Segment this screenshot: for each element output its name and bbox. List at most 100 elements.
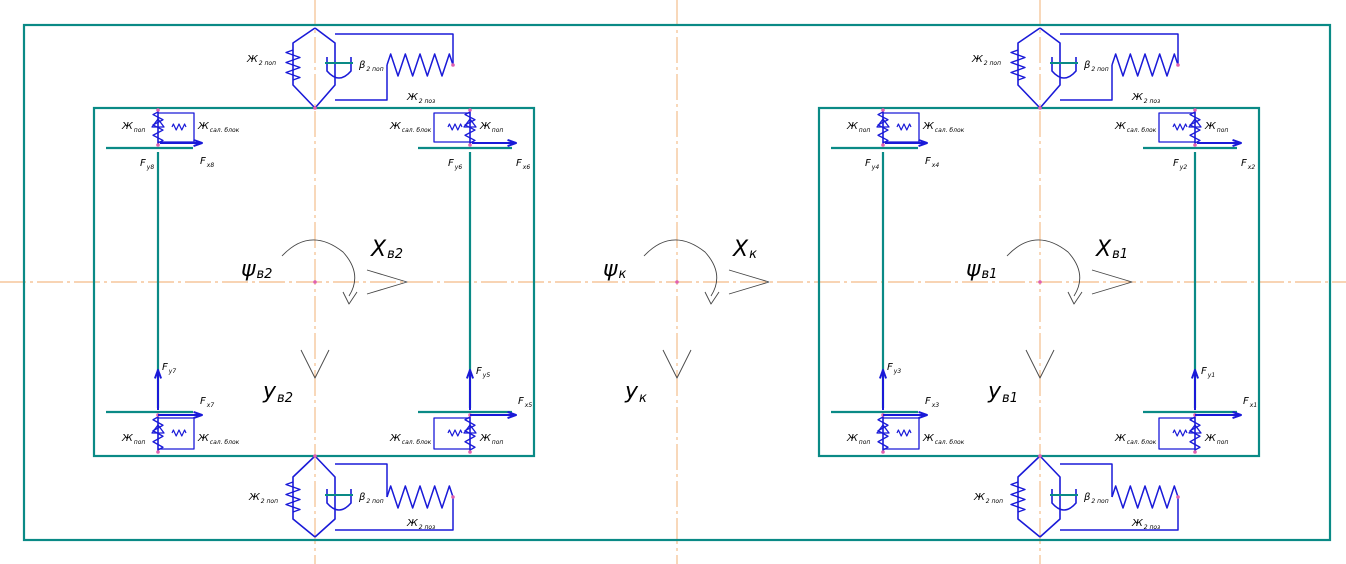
node-point (156, 450, 160, 454)
link-spring (896, 429, 912, 437)
label-force: Fх2 (1241, 158, 1255, 171)
secondary-spring (1010, 481, 1026, 513)
label-zh-sal-blok: Жсал. блок (197, 433, 240, 446)
label-zh-pop: Жпоп (846, 433, 870, 446)
label-force: Fу7 (162, 362, 176, 375)
link-frame (883, 417, 920, 450)
arrow-head (465, 369, 475, 379)
rotation-arrow-head (342, 291, 358, 305)
force-x-arrow (470, 410, 517, 420)
force-y-arrow (153, 369, 163, 410)
label-psi: ψк (603, 257, 627, 282)
link-frame (335, 65, 388, 101)
force-y-arrow (465, 369, 475, 410)
label-force: Fу3 (887, 362, 901, 375)
damper-cup (326, 57, 352, 79)
damper-marker (151, 424, 165, 434)
axlebox-bottom-right (433, 413, 477, 454)
label-force: Fх6 (516, 158, 530, 171)
bolster-left (1017, 455, 1041, 538)
link-spring (447, 429, 463, 437)
arrow-head (193, 138, 203, 148)
label-force: Fх1 (1243, 396, 1257, 409)
lateral-spring (386, 53, 454, 77)
label-zh-2pop: Ж2 поп (248, 492, 278, 505)
label-beta-2pop: β2 поп (1083, 492, 1109, 505)
bolster-right (314, 27, 336, 109)
arrow-head (1232, 138, 1242, 148)
label-beta-2pop: β2 поп (358, 492, 384, 505)
arrow-head (1190, 369, 1200, 379)
bolster-right (314, 455, 336, 538)
bolster-right (1039, 27, 1061, 109)
link-frame (1158, 417, 1195, 450)
label-psi: ψв1 (966, 257, 997, 282)
node-point (675, 280, 679, 284)
label-zh-2poz: Ж2 поз (1131, 92, 1160, 105)
link-spring (447, 123, 463, 131)
axlebox-top-left (876, 108, 920, 147)
car-body-frame (22, 23, 1332, 542)
node-point (881, 143, 885, 147)
node-point (881, 108, 885, 112)
damper-marker (876, 424, 890, 434)
axlebox-bottom-left (876, 413, 920, 454)
label-zh-pop: Жпоп (121, 121, 145, 134)
force-y-arrow (1190, 369, 1200, 410)
label-force: Fу5 (476, 366, 490, 379)
link-spring (1172, 123, 1188, 131)
axlebox-bottom-left (151, 413, 195, 454)
secondary-suspension-top (1010, 27, 1180, 110)
label-force: Fх5 (518, 396, 532, 409)
link-frame (1158, 112, 1195, 143)
link-frame (335, 497, 454, 531)
label-zh-pop: Жпоп (479, 433, 503, 446)
link-frame (433, 112, 470, 143)
label-beta-2pop: β2 поп (358, 60, 384, 73)
label-zh-pop: Жпоп (846, 121, 870, 134)
link-frame (433, 417, 470, 450)
rotation-arrow-head (1067, 291, 1083, 305)
node-point (468, 143, 472, 147)
label-zh-sal-blok: Жсал. блок (197, 121, 240, 134)
label-zh-pop: Жпоп (1204, 433, 1228, 446)
x-direction-chevron (728, 269, 770, 295)
damper-marker (1188, 424, 1202, 434)
arrow-head (918, 410, 928, 420)
node-point (881, 450, 885, 454)
label-force: Fу2 (1173, 158, 1187, 171)
arrow-head (507, 138, 517, 148)
label-force: Fх3 (925, 396, 939, 409)
arrow-head (153, 369, 163, 379)
node-point (156, 143, 160, 147)
lateral-spring (1111, 485, 1179, 509)
label-Y: yк (624, 379, 647, 406)
y-direction-chevron (1025, 349, 1055, 379)
link-spring (171, 123, 187, 131)
label-Y: yв2 (262, 379, 293, 406)
axlebox-top-right (433, 108, 477, 147)
lateral-spring (1111, 53, 1179, 77)
node-point (313, 280, 317, 284)
label-zh-sal-blok: Жсал. блок (922, 121, 965, 134)
label-zh-sal-blok: Жсал. блок (389, 433, 432, 446)
label-force: Fх7 (200, 396, 214, 409)
node-point (1193, 143, 1197, 147)
bolster-left (292, 455, 316, 538)
arrow-head (878, 369, 888, 379)
damper-marker (463, 118, 477, 128)
link-spring (896, 123, 912, 131)
y-direction-chevron (300, 349, 330, 379)
link-spring (1172, 429, 1188, 437)
node-point (1193, 450, 1197, 454)
secondary-spring (285, 481, 301, 513)
node-point (468, 108, 472, 112)
node-point (156, 108, 160, 112)
